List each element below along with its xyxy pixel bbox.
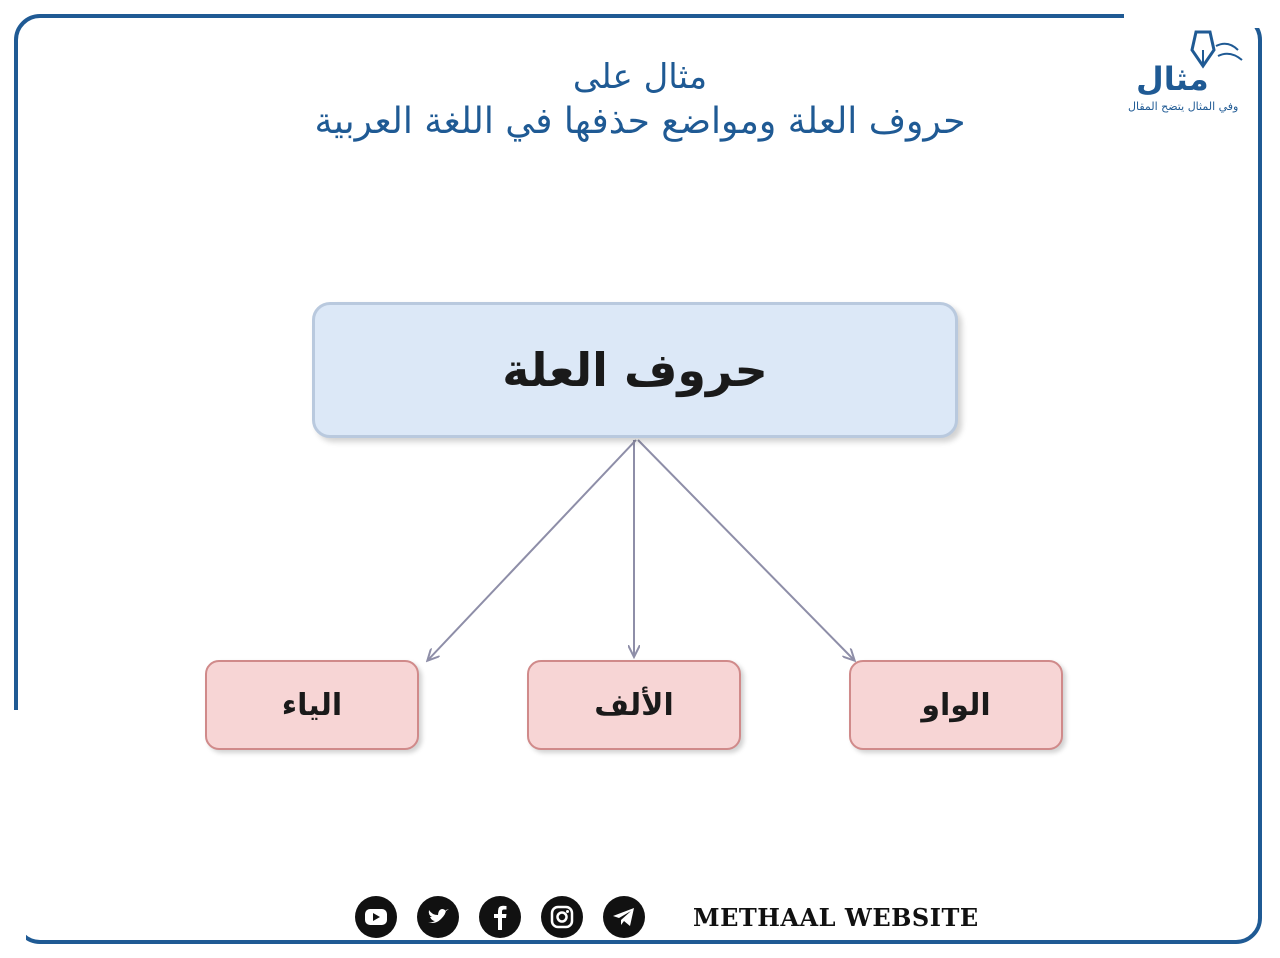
facebook-icon[interactable] [479, 896, 521, 938]
root-node: حروف العلة [312, 302, 958, 438]
footer-website-label: METHAAL WEBSITE [693, 902, 979, 932]
page-title: مثال على حروف العلة ومواضع حذفها في اللغ… [140, 55, 1140, 145]
logo-word: مثال [1136, 60, 1209, 98]
leaf-node-waw: الواو [849, 660, 1063, 750]
logo-tagline: وفي المثال يتضح المقال [1128, 100, 1239, 113]
leaf-node-alif: الألف [527, 660, 741, 750]
title-line-1: مثال على [572, 57, 708, 97]
page-frame [14, 14, 1262, 944]
title-line-2: حروف العلة ومواضع حذفها في اللغة العربية [314, 101, 966, 142]
brand-logo: مثال وفي المثال يتضح المقال [1118, 20, 1258, 120]
pen-nib-icon [1190, 30, 1243, 69]
twitter-icon[interactable] [417, 896, 459, 938]
arrow-to-waw [637, 439, 854, 660]
youtube-icon[interactable] [355, 896, 397, 938]
leaf-node-ya: الياء [205, 660, 419, 750]
frame-gap-bottom-left [6, 710, 26, 950]
telegram-icon[interactable] [603, 896, 645, 938]
arrow-to-ya [428, 439, 637, 660]
instagram-icon[interactable] [541, 896, 583, 938]
frame-gap-top-right [1124, 4, 1274, 28]
footer: METHAAL WEBSITE [355, 893, 979, 941]
